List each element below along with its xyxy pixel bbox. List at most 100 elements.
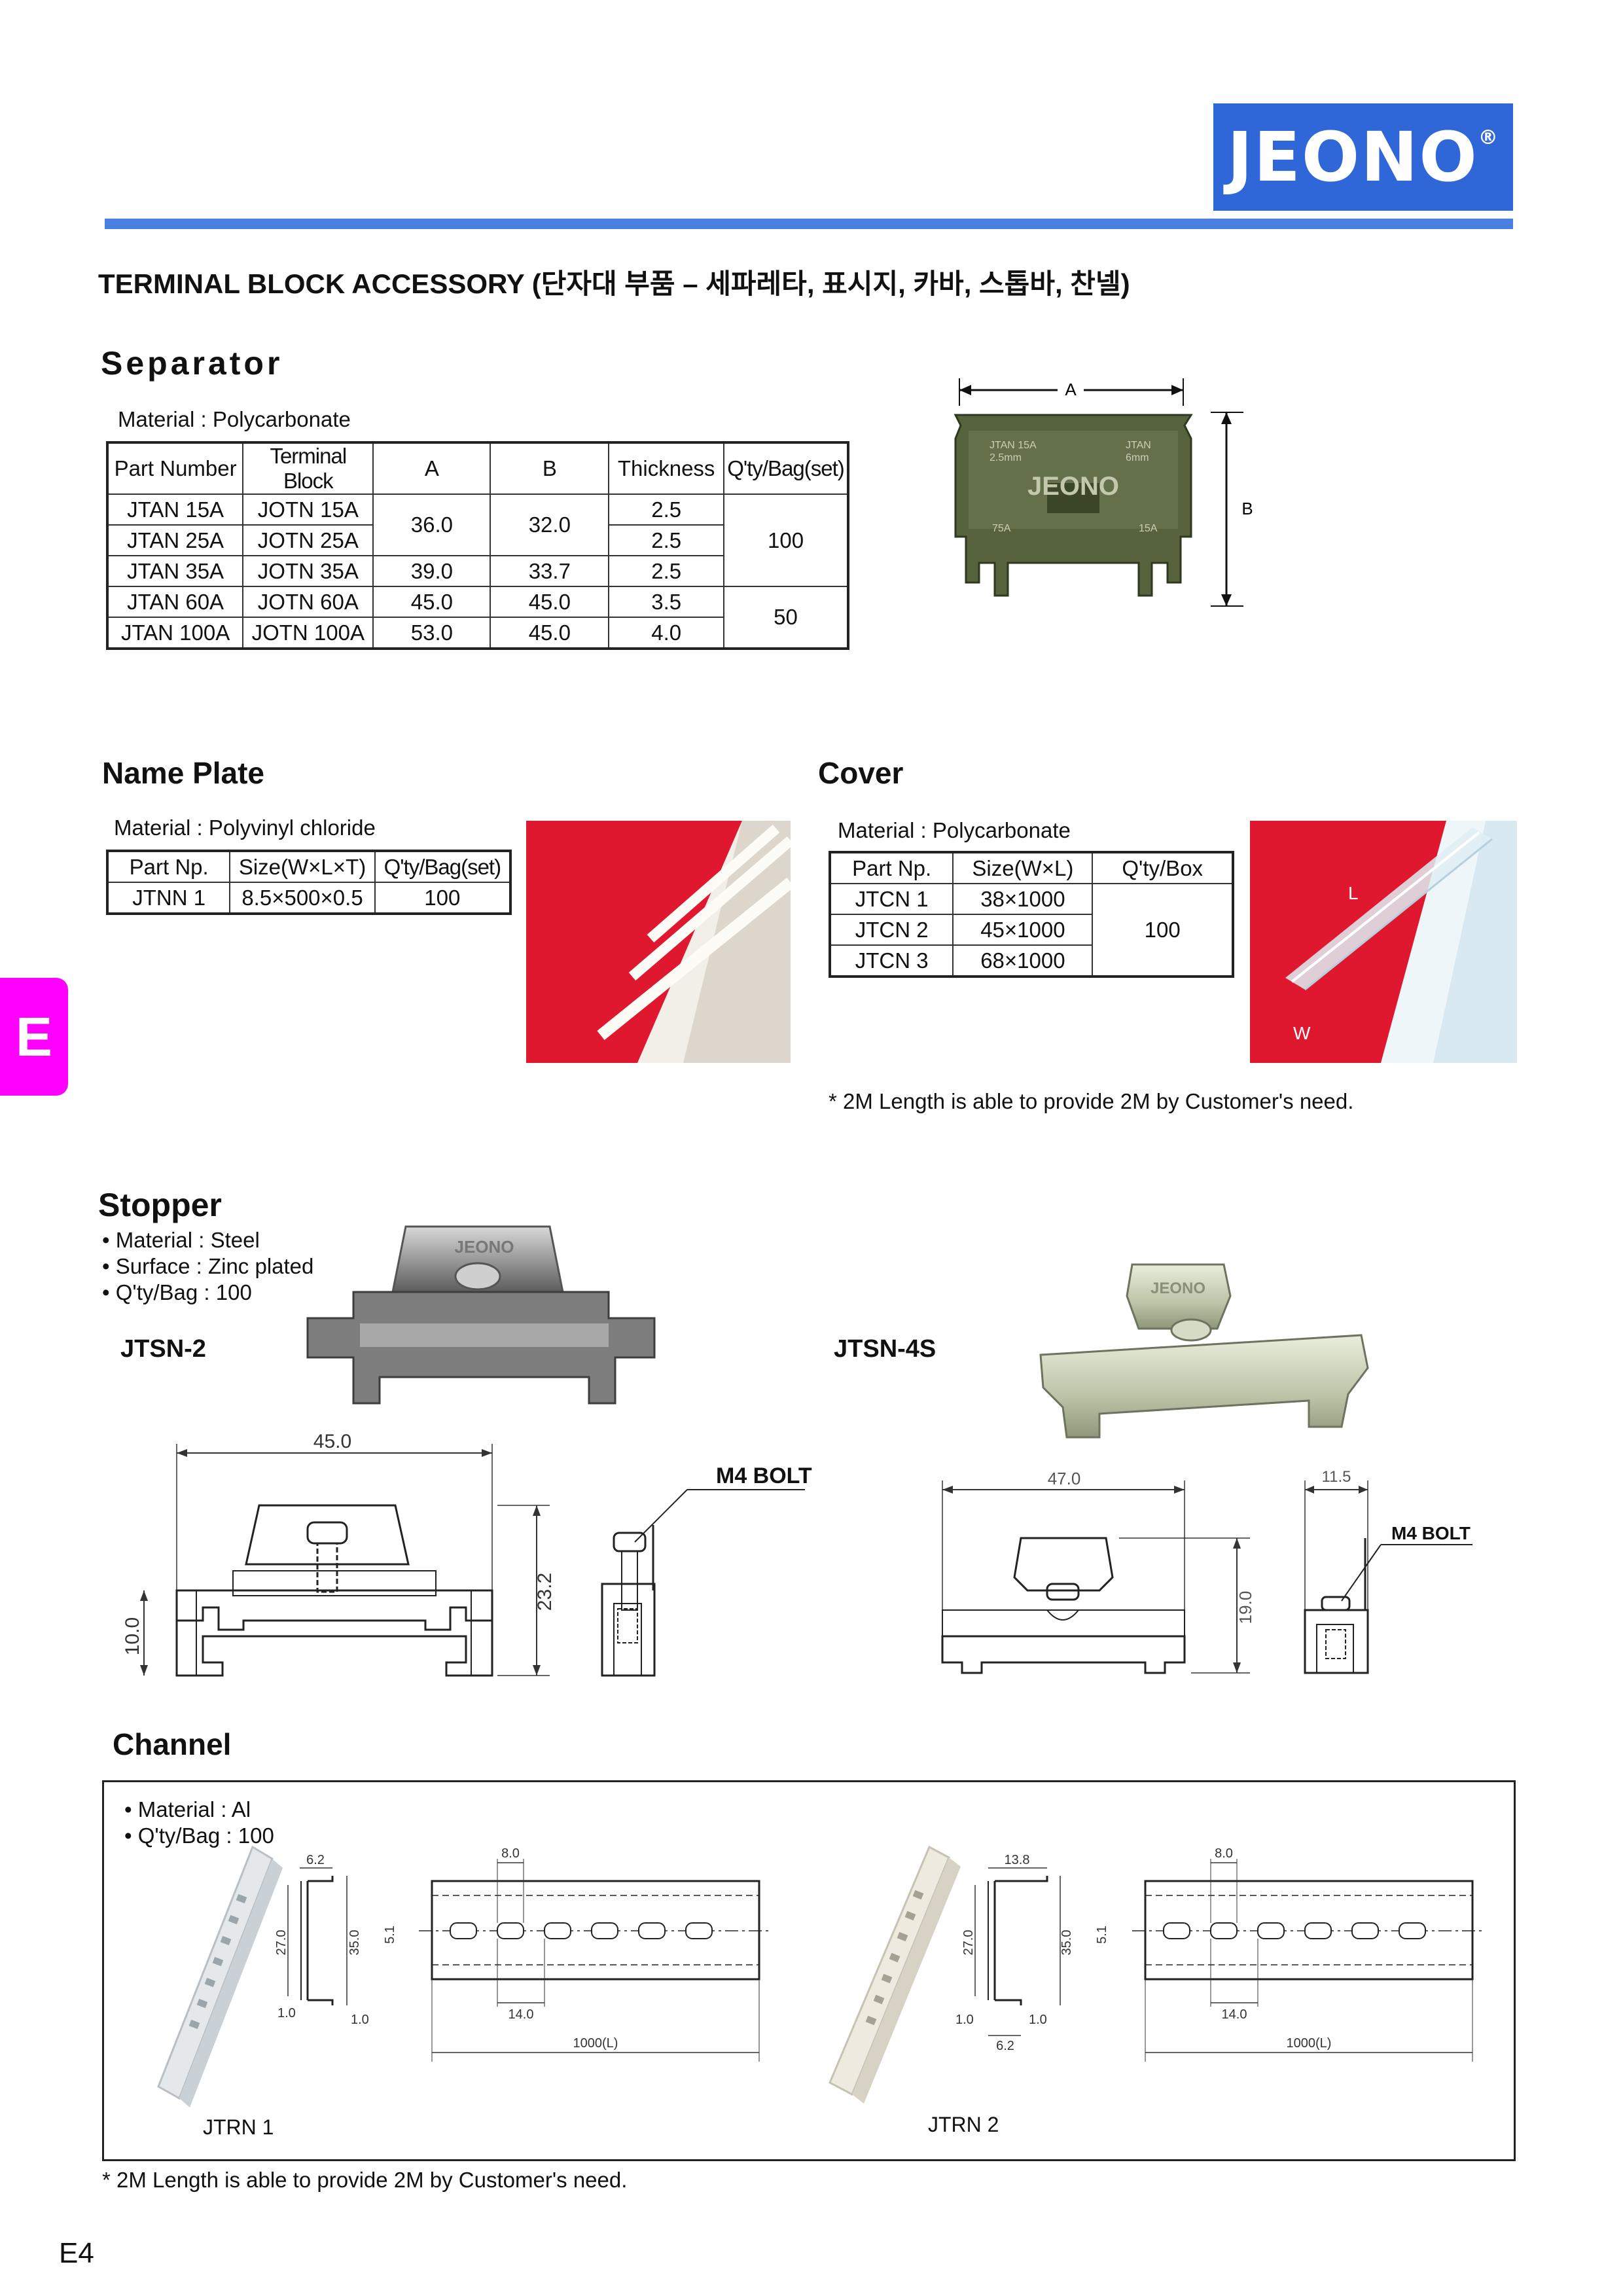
col-header: Part Np. — [829, 852, 954, 884]
header-rule — [105, 219, 1513, 229]
dim-slot-height: 5.1 — [1095, 1926, 1109, 1944]
stopper-material: • Material : Steel — [102, 1228, 260, 1252]
qty-value: 100 — [1092, 883, 1234, 977]
photo-brand: JEONO — [454, 1237, 514, 1257]
table-row: JTNN 1 8.5×500×0.5 100 — [106, 882, 512, 914]
jtrn-1-drawing: 6.2 27.0 35.0 1.0 1.0 8.0 5.1 14.0 1000(… — [157, 1845, 772, 2108]
dim-a-label: A — [1065, 380, 1077, 399]
col-header: Thickness — [608, 442, 725, 495]
col-header: Q'ty/Bag(set) — [723, 442, 849, 495]
dim-base: 10.0 — [122, 1617, 143, 1655]
cover-title: Cover — [818, 756, 904, 790]
model-jtsn-2: JTSN-2 — [120, 1335, 206, 1363]
photo-right-sub: 6mm — [1126, 452, 1149, 463]
cover-table: Part Np. Size(W×L) Q'ty/Box JTCN 1 38×10… — [829, 851, 1234, 978]
dim-top: 13.8 — [1005, 1853, 1030, 1867]
photo-right-tag: JTAN — [1126, 440, 1151, 451]
name-plate-table: Part Np. Size(W×L×T) Q'ty/Bag(set) JTNN … — [106, 850, 512, 915]
dim-inner: 27.0 — [274, 1930, 289, 1956]
thickness: 3.5 — [608, 586, 725, 618]
thickness: 2.5 — [608, 524, 725, 556]
dim-height: 19.0 — [1236, 1591, 1255, 1624]
dim-b-value: 32.0 — [490, 493, 610, 556]
dim-pitch: 14.0 — [508, 2007, 534, 2022]
page-number: E4 — [59, 2237, 94, 2269]
terminal-block: JOTN 100A — [242, 617, 374, 649]
name-plate-title: Name Plate — [102, 756, 265, 790]
jtsn-4s-photo: JEONO — [1039, 1263, 1369, 1439]
photo-left-sub: 2.5mm — [990, 452, 1022, 463]
brand-logo: JEONO® — [1213, 103, 1513, 211]
photo-left-tag: JTAN 15A — [990, 440, 1037, 451]
dim-slot-width: 8.0 — [1215, 1846, 1233, 1861]
table-header-row: Part Number Terminal Block A B Thickness… — [106, 442, 849, 495]
terminal-block: JOTN 15A — [242, 493, 374, 526]
dim-a-value: 36.0 — [372, 493, 491, 556]
registered-mark: ® — [1478, 126, 1499, 149]
col-header: B — [490, 442, 610, 495]
dim-length: 1000(L) — [1287, 2036, 1332, 2051]
dim-length: 1000(L) — [573, 2036, 618, 2051]
table-header-row: Part Np. Size(W×L) Q'ty/Box — [829, 852, 1234, 884]
table-row: JTCN 1 38×1000 100 — [829, 883, 1234, 977]
terminal-block: JOTN 25A — [242, 524, 374, 556]
part-number: JTCN 2 — [829, 914, 954, 946]
channel-panel — [102, 1780, 1516, 2161]
qty-value: 100 — [723, 493, 849, 587]
dim-lip-left: 1.0 — [955, 2013, 974, 2027]
col-header: Part Np. — [106, 850, 231, 883]
col-header: Size(W×L×T) — [229, 850, 376, 883]
cover-photo: L W — [1250, 821, 1517, 1063]
part-number: JTNN 1 — [106, 882, 231, 914]
channel-title: Channel — [113, 1727, 232, 1761]
col-header: Q'ty/Bag(set) — [374, 850, 512, 883]
qty-value: 100 — [374, 882, 512, 914]
col-header: Part Number — [106, 442, 244, 495]
dim-width: 45.0 — [313, 1431, 351, 1452]
dim-outer: 35.0 — [1060, 1930, 1074, 1956]
dim-a-value: 53.0 — [372, 617, 491, 649]
dim-b-value: 45.0 — [490, 586, 610, 618]
dim-height: 23.2 — [534, 1573, 556, 1611]
terminal-block: JOTN 60A — [242, 586, 374, 618]
dim-side: 11.5 — [1322, 1468, 1351, 1486]
terminal-block: JOTN 35A — [242, 555, 374, 587]
table-row: JTAN 35A JOTN 35A 39.0 33.7 2.5 — [106, 555, 848, 587]
section-tab-e: E — [0, 978, 68, 1096]
model-jtrn-1: JTRN 1 — [203, 2115, 274, 2139]
dim-lip-right: 1.0 — [1029, 2013, 1047, 2027]
model-jtsn-4s: JTSN-4S — [834, 1335, 936, 1363]
separator-table: Part Number Terminal Block A B Thickness… — [106, 441, 849, 650]
size: 8.5×500×0.5 — [229, 882, 376, 914]
dim-top: 6.2 — [306, 1853, 325, 1867]
size: 68×1000 — [952, 944, 1094, 977]
cover-note: * 2M Length is able to provide 2M by Cus… — [829, 1089, 1354, 1113]
model-jtrn-2: JTRN 2 — [928, 2113, 999, 2136]
jtsn-4s-drawing: 47.0 19.0 11.5 M4 BOLT — [941, 1468, 1472, 1674]
col-header: Terminal Block — [242, 442, 374, 495]
stopper-qty: • Q'ty/Bag : 100 — [102, 1280, 252, 1304]
photo-brand: JEONO — [1027, 472, 1119, 501]
cover-length-label: L — [1348, 883, 1359, 903]
part-number: JTAN 100A — [106, 617, 244, 649]
table-row: JTCN 3 68×1000 — [829, 944, 1233, 977]
dim-b-value: 33.7 — [490, 555, 610, 587]
dim-b-label: B — [1241, 499, 1253, 518]
page-title: TERMINAL BLOCK ACCESSORY (단자대 부품 – 세파레타,… — [98, 268, 1130, 299]
part-number: JTCN 3 — [829, 944, 954, 977]
table-row: JTCN 2 45×1000 — [829, 914, 1233, 946]
part-number: JTCN 1 — [829, 883, 954, 915]
name-plate-material: Material : Polyvinyl chloride — [114, 816, 376, 840]
name-plate-photo — [526, 821, 791, 1063]
dim-a-value: 45.0 — [372, 586, 491, 618]
dim-a-value: 39.0 — [372, 555, 491, 587]
dim-lip-left: 1.0 — [277, 2006, 296, 2020]
dim-lip-right: 1.0 — [351, 2013, 369, 2027]
col-header: A — [372, 442, 491, 495]
jtsn-2-drawing: 45.0 23.2 10.0 M4 BOLT — [122, 1431, 812, 1677]
separator-photo: A JTAN 15A 2.5mm JTAN 6mm JEONO 75A 15A … — [954, 378, 1257, 607]
cover-width-label: W — [1293, 1023, 1311, 1043]
dim-slot-height: 5.1 — [383, 1926, 397, 1944]
part-number: JTAN 25A — [106, 524, 244, 556]
dim-width: 47.0 — [1048, 1469, 1081, 1488]
